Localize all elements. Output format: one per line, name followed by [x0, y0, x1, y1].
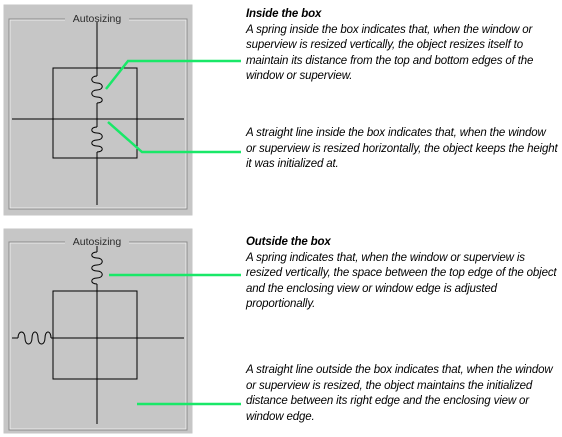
leader-line-straight — [107, 121, 241, 154]
caption-outside-spring: Outside the box A spring indicates that,… — [246, 235, 558, 313]
autosizing-panel-outside: Autosizing — [2, 227, 241, 435]
caption-inside-spring: Inside the box A spring inside the box i… — [246, 7, 558, 85]
caption-text-outside-line: A straight line outside the box indicate… — [246, 364, 553, 423]
caption-outside-line: A straight line outside the box indicate… — [246, 363, 558, 425]
panel-label: Autosizing — [73, 236, 122, 248]
autosizing-panel-inside: Autosizing — [2, 3, 241, 217]
caption-text-inside-spring: A spring inside the box indicates that, … — [246, 23, 534, 83]
caption-heading-outside: Outside the box — [246, 236, 331, 248]
panel-label-backdrop — [65, 12, 129, 25]
top-spring-icon — [91, 251, 103, 285]
caption-text-outside-spring: A spring indicates that, when the window… — [246, 251, 557, 311]
leader-line-spring — [105, 59, 241, 90]
panel-label: Autosizing — [73, 13, 122, 25]
panel-background — [2, 3, 194, 217]
caption-inside-line: A straight line inside the box indicates… — [246, 126, 558, 173]
object-box — [52, 290, 138, 380]
caption-heading-inside: Inside the box — [246, 8, 322, 20]
panel-label-backdrop — [65, 235, 129, 248]
object-box — [52, 67, 138, 159]
caption-text-inside-line: A straight line inside the box indicates… — [246, 127, 558, 171]
panel-background — [2, 227, 194, 435]
lower-spring-icon — [91, 126, 103, 153]
left-spring-icon — [17, 331, 52, 345]
vertical-spring-icon — [91, 75, 103, 104]
